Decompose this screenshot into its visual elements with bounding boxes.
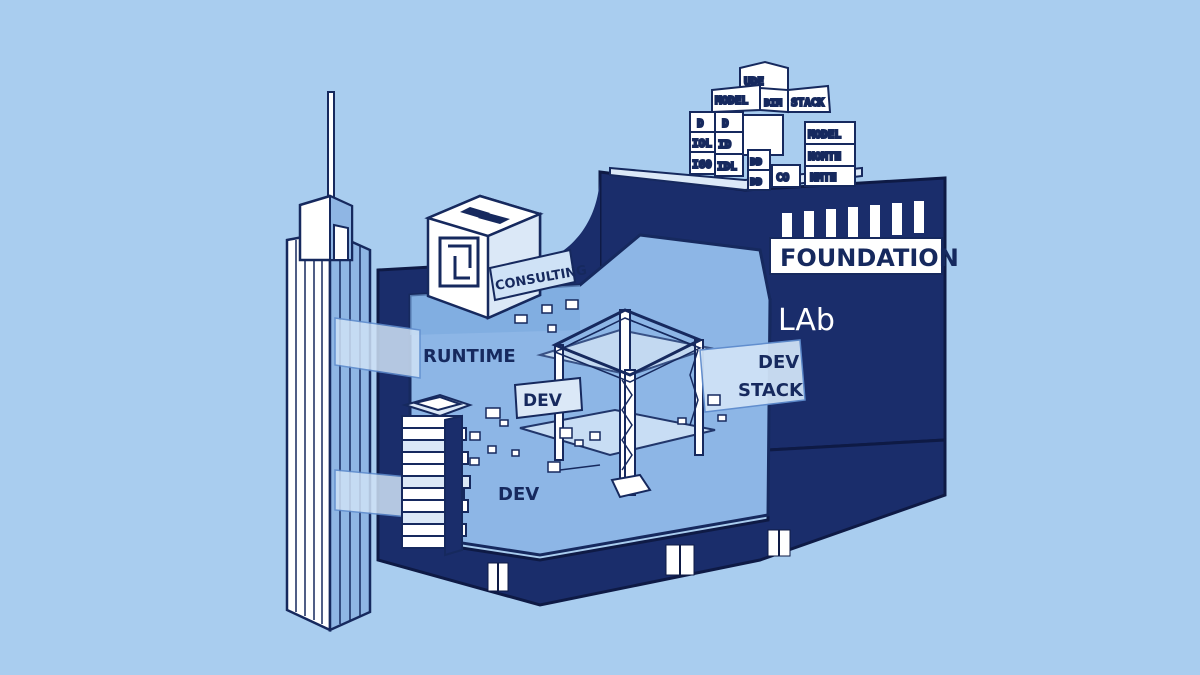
box-left-2: IOL <box>692 137 712 150</box>
box-stack: STACK <box>791 96 824 109</box>
stacked-server-tower <box>401 393 474 557</box>
dev-sign-center: DEV <box>513 376 584 420</box>
dev-center-label: DEV <box>523 391 563 411</box>
box-dim: DIM <box>764 98 782 109</box>
floating-blocks <box>469 299 727 473</box>
rooftop-boxes: UDE MODEL DIM STACK D IOL I60 D ID IDL D… <box>689 60 856 191</box>
box-left2-1: D <box>722 117 729 130</box>
box-left-1: D <box>697 117 704 130</box>
dev-lower-label: DEV <box>498 484 539 505</box>
box-center-1: DD <box>750 157 762 168</box>
foundation-label: FOUNDATION <box>780 244 959 272</box>
facade-windows <box>487 201 924 592</box>
lab-label: LAb <box>778 303 835 338</box>
box-left2-3: IDL <box>717 160 737 173</box>
box-mid: CO <box>776 171 790 184</box>
box-model-1: MODEL <box>715 94 748 107</box>
box-right-1: MODEL <box>808 128 841 141</box>
box-center-2: DD <box>750 177 762 188</box>
foundation-sign: FOUNDATION LAb <box>769 237 959 338</box>
dev-stack-sign: DEV STACK <box>699 339 806 413</box>
box-right-2: ИОМТН <box>808 150 841 163</box>
runtime-label: RUNTIME <box>423 346 516 367</box>
stack-right-label: STACK <box>738 380 804 401</box>
box-right-3: ИМТН <box>810 171 837 184</box>
tall-tower <box>285 91 372 632</box>
box-left-3: I60 <box>692 158 712 171</box>
consulting-cube: CONSULTING <box>424 194 588 320</box>
box-left2-2: ID <box>718 138 732 151</box>
dev-right-label: DEV <box>758 352 799 373</box>
